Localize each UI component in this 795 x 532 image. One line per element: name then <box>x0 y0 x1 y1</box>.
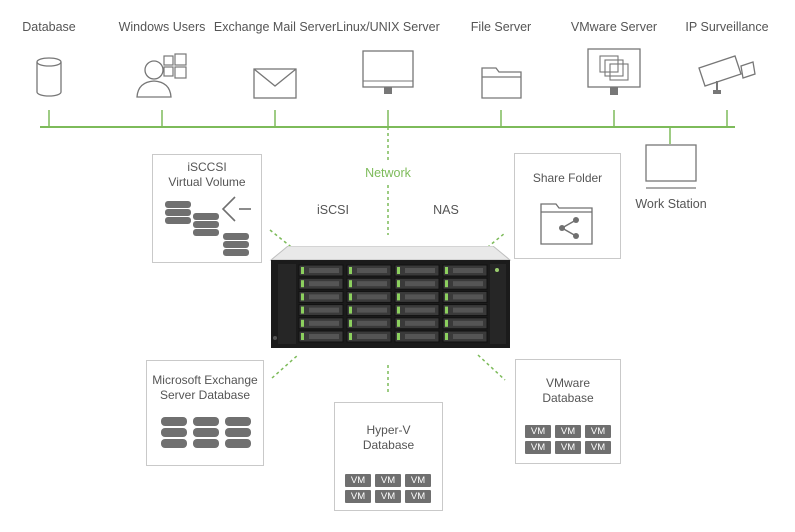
drive-bay-led <box>397 293 400 301</box>
disk-stack-icon <box>165 196 251 256</box>
vm-tile: VM <box>525 441 551 454</box>
drive-bay-led <box>301 293 304 301</box>
vmware-server-label: VMware Server <box>570 20 658 34</box>
drive-bay-led <box>349 293 352 301</box>
drive-bay-handle <box>357 307 387 313</box>
ip-surveillance-label: IP Surveillance <box>685 20 769 34</box>
camera-icon <box>698 55 756 94</box>
drive-bay-led <box>445 306 448 314</box>
drive-bay-handle <box>453 334 483 339</box>
vm-tile: VM <box>345 490 371 503</box>
drive-bay-led <box>349 267 352 274</box>
drive-bay-handle <box>405 294 435 300</box>
mail-icon <box>253 68 297 99</box>
monitor-icon <box>362 50 414 94</box>
drive-bay-handle <box>357 268 387 273</box>
drive-bay-led <box>445 293 448 301</box>
iscsi-box-title-line2: Virtual Volume <box>168 175 246 189</box>
network-label: Network <box>365 166 411 180</box>
drive-bay-handle <box>357 281 387 287</box>
vm-tile: VM <box>555 425 581 438</box>
drive-bay-led <box>445 333 448 340</box>
workstation-label: Work Station <box>635 197 707 211</box>
vm-tile: VM <box>405 474 431 487</box>
workstation-icon <box>645 144 697 189</box>
drive-bay-led <box>349 280 352 288</box>
vmware-monitor-icon <box>587 48 641 95</box>
drive-bay-led <box>397 267 400 274</box>
drive-bay-led <box>445 267 448 274</box>
vm-tile: VM <box>375 474 401 487</box>
vmware-box-title-line2: Database <box>542 391 594 405</box>
drive-bay-led <box>301 333 304 340</box>
nas-storage-device <box>269 246 512 348</box>
vmware-database-box: VMware Database VM VM VM VM VM VM <box>515 359 621 464</box>
iscsi-label: iSCSI <box>317 203 349 217</box>
share-folder-title: Share Folder <box>532 171 603 185</box>
drive-bay-handle <box>405 334 435 339</box>
vm-tile: VM <box>555 441 581 454</box>
windows-user-icon <box>136 53 187 98</box>
drive-bay-led <box>397 280 400 288</box>
drive-bay-handle <box>309 307 339 313</box>
drive-bay-led <box>397 333 400 340</box>
drive-bay-handle <box>357 320 387 326</box>
drive-bay-handle <box>453 281 483 287</box>
vm-tile: VM <box>405 490 431 503</box>
drive-bay-handle <box>309 294 339 300</box>
share-folder-box: Share Folder <box>514 153 621 259</box>
nas-label: NAS <box>433 203 459 217</box>
hyperv-box-title-line1: Hyper-V <box>366 423 411 437</box>
drive-bay-handle <box>309 334 339 339</box>
file-server-label: File Server <box>470 20 532 34</box>
vm-tile: VM <box>585 441 611 454</box>
exchange-db-disk-icon <box>161 417 251 448</box>
drive-bay-handle <box>405 268 435 273</box>
database-icon <box>36 57 62 97</box>
drive-bay-handle <box>309 268 339 273</box>
exchange-database-box: Microsoft Exchange Server Database <box>146 360 264 466</box>
exchange-box-title-line2: Server Database <box>159 388 251 402</box>
drive-bay-led <box>301 306 304 314</box>
drive-bay-led <box>397 306 400 314</box>
drive-bay-led <box>349 319 352 327</box>
drive-bay-led <box>445 319 448 327</box>
drive-bay-led <box>397 319 400 327</box>
hyperv-box-title-line2: Database <box>362 438 415 452</box>
drive-bay-led <box>301 267 304 274</box>
drive-bay-led <box>301 280 304 288</box>
drive-bay-handle <box>453 320 483 326</box>
drive-bay-handle <box>405 281 435 287</box>
drive-bay-handle <box>453 294 483 300</box>
vm-tile: VM <box>375 490 401 503</box>
drive-bay-led <box>445 280 448 288</box>
linux-unix-server-label: Linux/UNIX Server <box>336 20 440 34</box>
database-label: Database <box>22 20 76 34</box>
exchange-mail-server-label: Exchange Mail Server <box>213 20 337 34</box>
drive-bay-handle <box>453 307 483 313</box>
vm-tile: VM <box>345 474 371 487</box>
exchange-box-title-line1: Microsoft Exchange <box>152 373 258 387</box>
vm-tile: VM <box>525 425 551 438</box>
drive-bay-handle <box>357 334 387 339</box>
drive-bay-led <box>349 306 352 314</box>
vm-tile: VM <box>585 425 611 438</box>
drive-bay-handle <box>357 294 387 300</box>
iscsi-virtual-volume-box: iSCCSI Virtual Volume <box>152 154 262 263</box>
drive-bay-handle <box>309 320 339 326</box>
hyperv-database-box: Hyper-V Database VM VM VM VM VM VM <box>334 402 443 511</box>
windows-users-label: Windows Users <box>118 20 206 34</box>
drive-bay-led <box>301 319 304 327</box>
drive-bay-handle <box>405 307 435 313</box>
drive-bay-handle <box>453 268 483 273</box>
drive-bay-handle <box>309 281 339 287</box>
drive-bay-led <box>349 333 352 340</box>
iscsi-box-title-line1: iSCCSI <box>187 160 227 174</box>
share-folder-icon <box>540 203 593 245</box>
drive-bay-handle <box>405 320 435 326</box>
folder-icon <box>481 67 522 99</box>
vmware-box-title-line1: VMware <box>545 376 590 390</box>
